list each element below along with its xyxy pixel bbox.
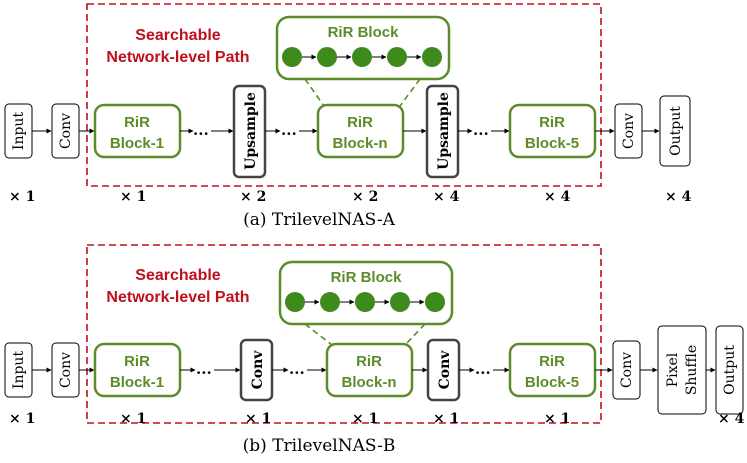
ellipsis-b1: ... (196, 360, 212, 378)
scale-block5-b: × 1 (544, 411, 570, 427)
rir-block-zoom-title-a: RiR Block (328, 24, 400, 41)
rir-block-5-a-line1: RiR (539, 114, 565, 131)
scale-input-b: × 1 (9, 411, 35, 427)
rir-node-b2 (320, 292, 340, 312)
rir-node-b1 (285, 292, 305, 312)
rir-block-zoom-a (275, 15, 451, 81)
searchable-label-a-line1: Searchable (135, 27, 220, 44)
upsample-1-a-label: Upsample (243, 92, 259, 170)
scale-block5-a: × 4 (544, 189, 571, 205)
ellipsis-a1: ... (193, 121, 209, 139)
rir-block-5-a-line2: Block-5 (525, 135, 579, 152)
input-label-a: Input (11, 112, 27, 151)
rir-block-zoom-b (278, 260, 454, 326)
searchable-label-b-line2: Network-level Path (106, 289, 249, 306)
pixel-shuffle-label-line2: Shuffle (684, 345, 700, 395)
rir-block-5-b-line1: RiR (539, 353, 565, 370)
rir-node-a5 (422, 47, 442, 67)
zoom-link-left-a (304, 78, 325, 107)
pixel-shuffle-label-line1: Pixel (665, 352, 681, 387)
scale-mid2-b: × 1 (433, 411, 459, 427)
upsample-2-a-label: Upsample (436, 92, 452, 170)
rir-block-1-a-line2: Block-1 (110, 135, 164, 152)
panel-a: Searchable Network-level Path RiR Block … (4, 3, 692, 230)
ellipsis-b2: ... (289, 360, 305, 378)
input-label-b: Input (11, 351, 27, 390)
output-box-a (659, 95, 691, 167)
scale-mid1-b: × 1 (245, 411, 271, 427)
scale-up1-a: × 2 (240, 189, 266, 205)
rir-node-a1 (282, 47, 302, 67)
rir-block-n-b-line1: RiR (356, 353, 382, 370)
ellipsis-b3: ... (475, 360, 491, 378)
conv-mid-1-b-label: Conv (250, 350, 266, 390)
rir-node-a3 (352, 47, 372, 67)
scale-blockn-b: × 1 (352, 411, 378, 427)
searchable-region-b (86, 244, 602, 424)
caption-b: (b) TrilevelNAS-B (243, 436, 396, 456)
rir-block-zoom-title-b: RiR Block (331, 269, 403, 286)
rir-block-n-b-line2: Block-n (341, 374, 396, 391)
conv-out-label-a: Conv (621, 113, 637, 149)
conv-mid-2-b-label: Conv (437, 350, 453, 390)
conv-in-label-a: Conv (58, 113, 74, 149)
rir-block-nodes-b (285, 292, 445, 312)
rir-block-1-b-line1: RiR (124, 353, 150, 370)
rir-node-b3 (355, 292, 375, 312)
rir-node-a2 (317, 47, 337, 67)
rir-block-n-a-line2: Block-n (332, 135, 387, 152)
scale-input-a: × 1 (9, 189, 35, 205)
zoom-link-right-b (404, 323, 426, 346)
scale-block1-a: × 1 (120, 189, 146, 205)
rir-block-nodes-a (282, 47, 442, 67)
scale-up2-a: × 4 (433, 189, 460, 205)
rir-block-1-b-line2: Block-1 (110, 374, 164, 391)
ellipsis-a2: ... (281, 121, 297, 139)
scale-output-b: × 4 (718, 411, 745, 427)
rir-block-5-b-line2: Block-5 (525, 374, 579, 391)
rir-block-n-a-line1: RiR (347, 114, 373, 131)
conv-out-label-b: Conv (619, 352, 635, 388)
output-label-b: Output (722, 345, 738, 395)
rir-node-b5 (425, 292, 445, 312)
conv-in-label-b: Conv (58, 352, 74, 388)
zoom-link-right-a (399, 78, 421, 107)
output-label-a: Output (668, 106, 684, 156)
searchable-region-a (86, 3, 602, 187)
ellipsis-a3: ... (473, 121, 489, 139)
panel-b: Searchable Network-level Path RiR Block … (4, 244, 745, 456)
output-box-b (715, 325, 744, 415)
searchable-label-a-line2: Network-level Path (106, 49, 249, 66)
rir-node-a4 (387, 47, 407, 67)
scale-output-a: × 4 (665, 189, 692, 205)
rir-block-1-a-line1: RiR (124, 114, 150, 131)
scale-blockn-a: × 2 (352, 189, 378, 205)
searchable-label-b-line1: Searchable (135, 267, 220, 284)
scale-block1-b: × 1 (120, 411, 146, 427)
rir-node-b4 (390, 292, 410, 312)
caption-a: (a) TrilevelNAS-A (243, 210, 395, 230)
zoom-link-left-b (304, 323, 333, 346)
